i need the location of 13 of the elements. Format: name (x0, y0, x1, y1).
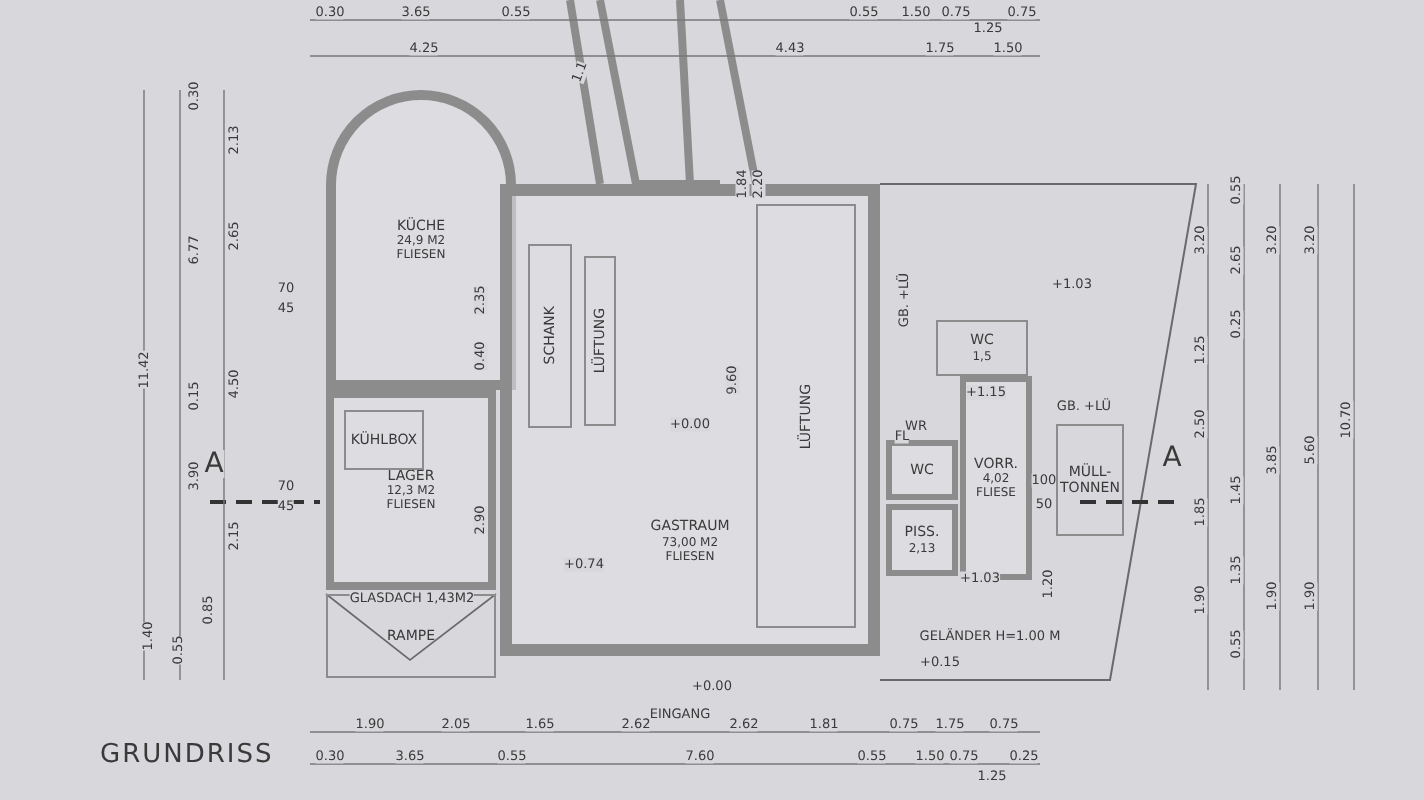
section-marker: A (1162, 444, 1182, 472)
drawing-title: GRUNDRISS (100, 740, 274, 770)
section-marker: A (204, 450, 224, 478)
room-outline (886, 504, 958, 576)
room-outline (326, 390, 496, 590)
room-outline (344, 410, 424, 470)
room-outline (756, 204, 856, 628)
room-outline (886, 440, 958, 500)
room-outline (960, 376, 1032, 580)
room-outline (528, 244, 572, 428)
room-outline (584, 256, 616, 426)
room-outline (936, 320, 1028, 376)
room-outline (1056, 424, 1124, 536)
